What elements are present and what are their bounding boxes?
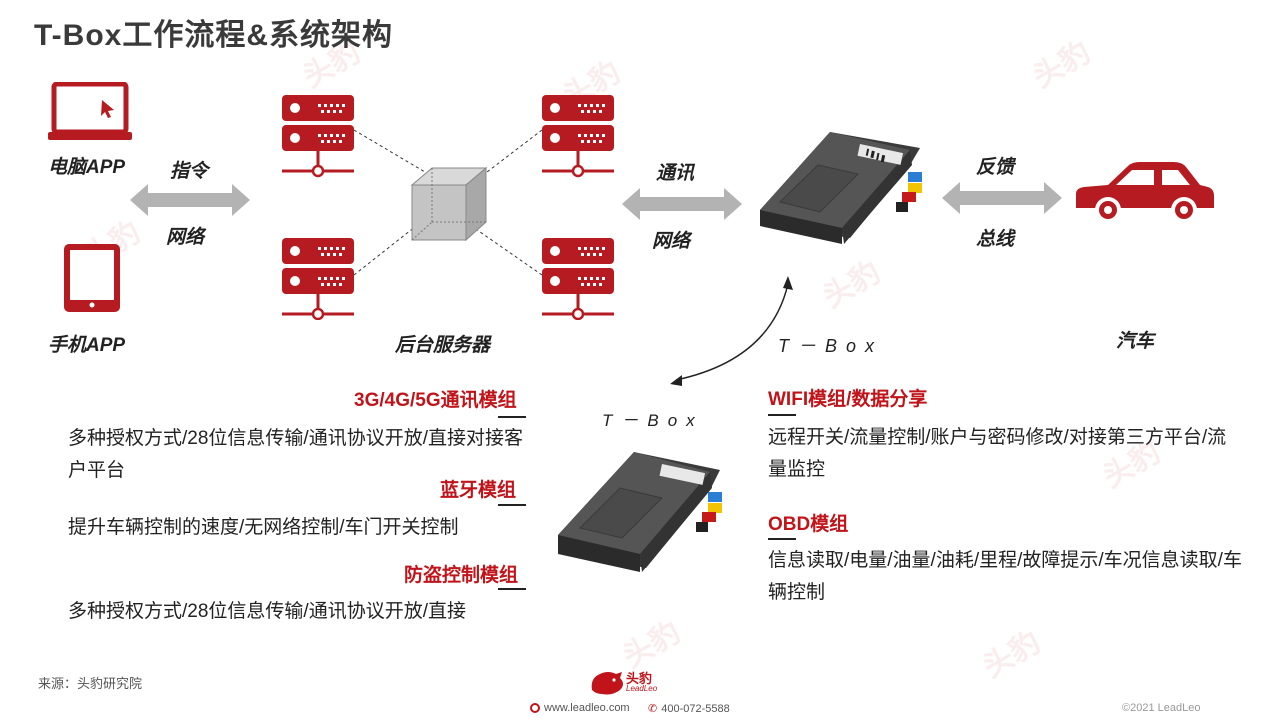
- module-title-cellular: 3G/4G/5G通讯模组: [354, 390, 517, 411]
- brand-name: 头豹: [626, 671, 653, 686]
- divider: [768, 538, 796, 540]
- server-cluster: [280, 93, 616, 320]
- tbox-main-label: T－Box: [778, 336, 884, 356]
- arrow-label-network-2: 网络: [652, 231, 691, 252]
- car-icon: [1076, 162, 1214, 223]
- watermark: 头豹: [617, 615, 686, 675]
- module-title-bluetooth: 蓝牙模组: [440, 480, 517, 501]
- divider: [768, 414, 796, 416]
- copyright: ©2021 LeadLeo: [1122, 702, 1201, 714]
- module-desc-bluetooth: 提升车辆控制的速度/无网络控制/车门开关控制: [68, 517, 459, 538]
- arrow-label-bus: 总线: [976, 229, 1015, 250]
- phone-contact: ✆ 400-072-5588: [648, 702, 730, 716]
- divider: [498, 416, 526, 418]
- arrow-label-comm: 通讯: [656, 163, 695, 184]
- tbox-device-image-small: [558, 452, 722, 572]
- pc-app-label: 电脑APP: [48, 157, 126, 178]
- double-arrow-icon: [622, 188, 742, 220]
- tbox-sub-label: T－Box: [602, 411, 704, 430]
- module-desc-obd: 信息读取/电量/油量/油耗/里程/故障提示/车况信息读取/车辆控制: [768, 550, 1242, 603]
- web-icon: [530, 703, 540, 713]
- module-title-wifi: WIFI模组/数据分享: [768, 389, 928, 410]
- arrow-label-network: 网络: [166, 227, 205, 248]
- phone-app-label: 手机APP: [48, 335, 126, 356]
- leadleo-logo-icon: [591, 672, 623, 695]
- module-title-antitheft: 防盗控制模组: [404, 565, 519, 586]
- website-text: www.leadleo.com: [544, 702, 630, 714]
- arrow-label-feedback: 反馈: [976, 157, 1015, 178]
- double-arrow-icon: [130, 184, 250, 216]
- phone-icon: ✆: [648, 703, 658, 715]
- divider: [498, 588, 526, 590]
- phone-text: 400-072-5588: [661, 702, 730, 715]
- source-note: 来源：头豹研究院: [38, 676, 143, 691]
- server-label: 后台服务器: [395, 335, 491, 356]
- page-title: T-Box工作流程&系统架构: [34, 19, 393, 52]
- tbox-device-image: [760, 132, 922, 244]
- double-arrow-icon: [942, 182, 1062, 214]
- watermark: 头豹: [1027, 35, 1096, 95]
- website-link[interactable]: www.leadleo.com: [530, 702, 630, 714]
- laptop-icon: [48, 82, 132, 140]
- arrow-label-command: 指令: [170, 161, 209, 182]
- module-desc-cellular: 多种授权方式/28位信息传输/通讯协议开放/直接对接客户平台: [68, 428, 523, 481]
- watermark: 头豹: [977, 625, 1046, 685]
- module-desc-antitheft: 多种授权方式/28位信息传输/通讯协议开放/直接: [68, 601, 466, 622]
- tablet-icon: [64, 244, 120, 312]
- car-label: 汽车: [1116, 331, 1155, 352]
- curved-arrow-icon: [670, 276, 793, 386]
- divider: [498, 504, 526, 506]
- module-desc-wifi: 远程开关/流量控制/账户与密码修改/对接第三方平台/流量监控: [768, 427, 1227, 480]
- module-title-obd: OBD模组: [768, 514, 849, 535]
- brand-name-en: LeadLeo: [626, 684, 658, 693]
